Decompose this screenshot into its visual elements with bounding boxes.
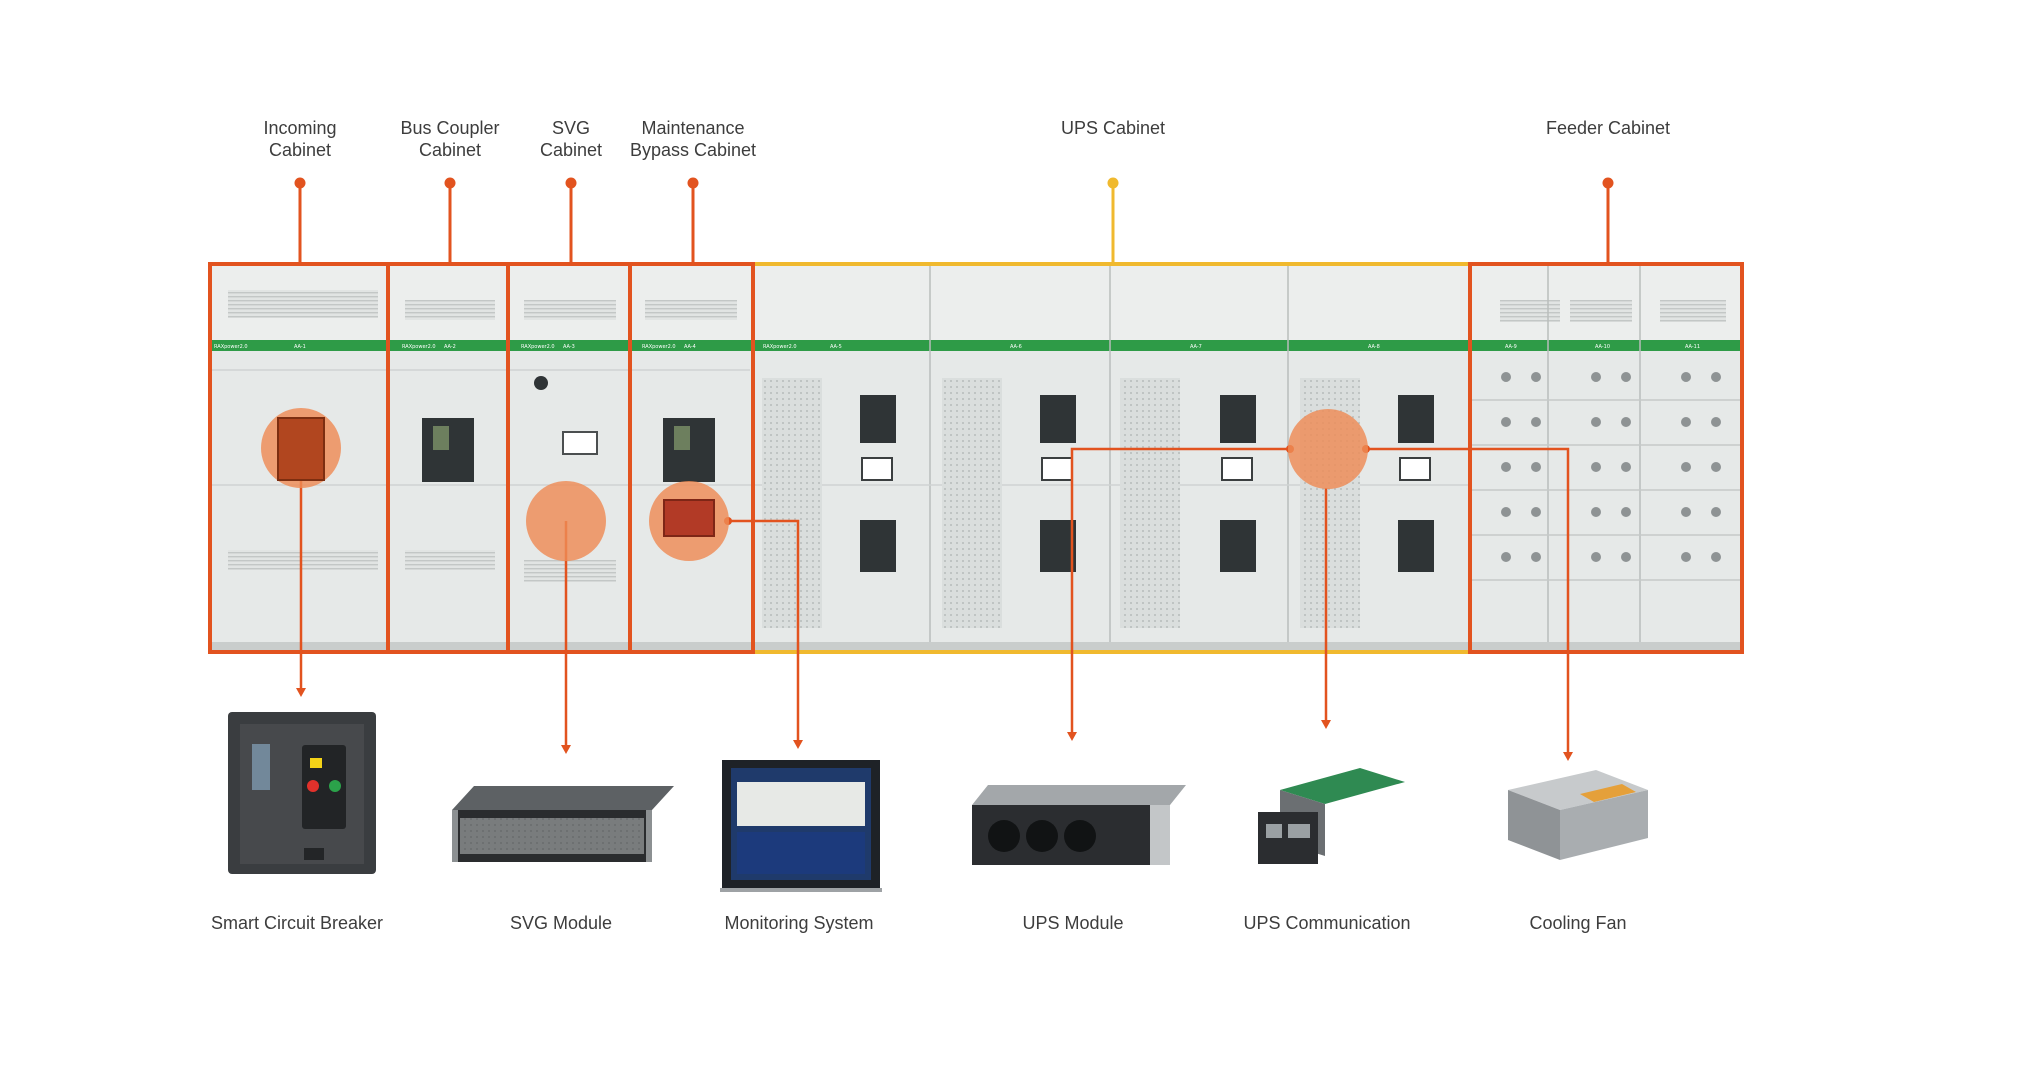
network-card-icon [1258, 768, 1405, 864]
label-leaders [294, 177, 1614, 264]
ups-label-leader [1107, 177, 1119, 264]
hotspot-ups[interactable] [1288, 409, 1368, 489]
label-ups-cabinet: UPS Cabinet [1061, 118, 1165, 138]
caption-cooling-fan: Cooling Fan [1529, 913, 1626, 933]
circuit-breaker-icon [228, 712, 376, 874]
panel-dividers [210, 264, 1641, 642]
component-captions: Smart Circuit Breaker SVG Module Monitor… [211, 913, 1627, 933]
ups-vent-panels [762, 378, 1360, 628]
maintenance-bypass-frame [628, 262, 755, 654]
ups-module-icon [972, 785, 1186, 865]
tag-aa-4: AA-4 [684, 344, 696, 350]
label-feeder-cabinet: Feeder Cabinet [1546, 118, 1670, 138]
tag-aa-8: AA-8 [1368, 344, 1380, 350]
caption-monitoring-system: Monitoring System [724, 913, 873, 933]
label-bus-coupler-line1: Bus Coupler [400, 118, 499, 138]
feeder-cabinet-frame [1468, 262, 1744, 654]
left-breakers [422, 376, 715, 482]
brand-tag-4: RAXpower2.0 [642, 344, 676, 350]
brand-tag-2: RAXpower2.0 [402, 344, 436, 350]
caption-svg-module: SVG Module [510, 913, 612, 933]
brand-tag-5: RAXpower2.0 [763, 344, 797, 350]
hotspot-svg-module[interactable] [526, 481, 606, 561]
top-louvers [228, 290, 1726, 322]
tag-aa-5: AA-5 [830, 344, 842, 350]
ups-screens [861, 457, 1431, 481]
feeder-modules [1501, 372, 1721, 562]
tag-aa-6: AA-6 [1010, 344, 1022, 350]
label-bus-coupler-line2: Cabinet [419, 140, 481, 160]
feeder-row-lines [1470, 399, 1742, 581]
monitor-icon [720, 760, 882, 892]
label-incoming-cabinet-line1: Incoming [263, 118, 336, 138]
green-strip [210, 340, 1742, 351]
section-frames [208, 262, 1744, 654]
label-svg-cabinet-line1: SVG [552, 118, 590, 138]
label-maintenance-bypass-line2: Bypass Cabinet [630, 140, 756, 160]
label-incoming-cabinet-line2: Cabinet [269, 140, 331, 160]
tag-aa-11: AA-11 [1685, 344, 1700, 350]
switchgear-lineup: RAXpower2.0 AA-1 RAXpower2.0 AA-2 RAXpow… [210, 264, 1742, 652]
lower-vents [228, 550, 616, 582]
cooling-fan-icon [1508, 770, 1648, 860]
svg-module-icon [452, 786, 674, 862]
label-maintenance-bypass-line1: Maintenance [641, 118, 744, 138]
cabinet-labels: Incoming Cabinet Bus Coupler Cabinet SVG… [263, 118, 1670, 160]
tag-aa-2: AA-2 [444, 344, 456, 350]
caption-ups-module: UPS Module [1022, 913, 1123, 933]
cabinet-tags: RAXpower2.0 AA-1 RAXpower2.0 AA-2 RAXpow… [214, 344, 1700, 350]
tag-aa-9: AA-9 [1505, 344, 1517, 350]
plinth [210, 642, 1742, 652]
brand-tag-3: RAXpower2.0 [521, 344, 555, 350]
label-svg-cabinet-line2: Cabinet [540, 140, 602, 160]
caption-smart-circuit-breaker: Smart Circuit Breaker [211, 913, 383, 933]
tag-aa-3: AA-3 [563, 344, 575, 350]
ups-breakers [860, 395, 1434, 572]
caption-ups-communication: UPS Communication [1243, 913, 1410, 933]
brand-tag-1: RAXpower2.0 [214, 344, 248, 350]
tag-aa-1: AA-1 [294, 344, 306, 350]
hotspot-inner-devices [277, 417, 715, 537]
tag-aa-7: AA-7 [1190, 344, 1202, 350]
tag-aa-10: AA-10 [1595, 344, 1610, 350]
